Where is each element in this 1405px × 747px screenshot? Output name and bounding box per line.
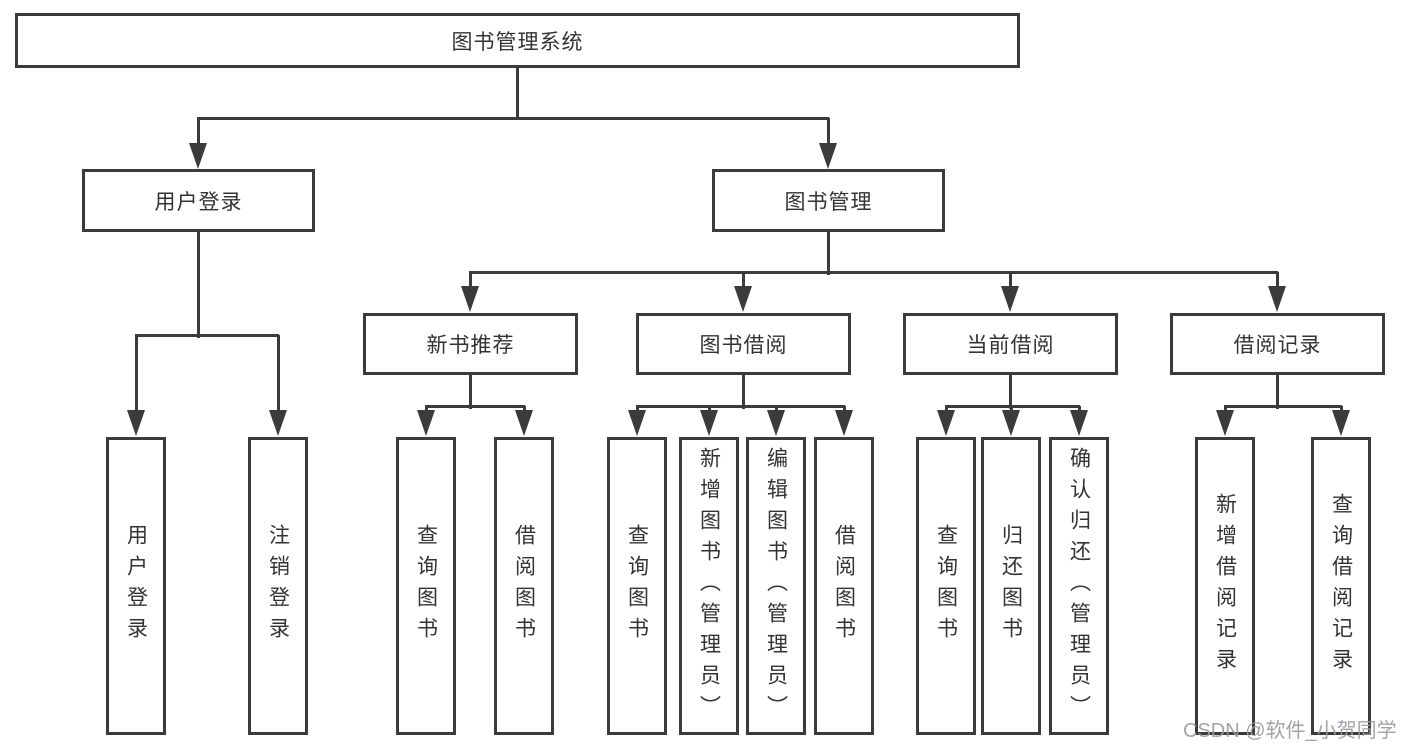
leaf-add-borrow-record: 新增借阅记录 xyxy=(1195,437,1255,735)
node-label: 新书推荐 xyxy=(426,334,515,357)
arrow-down-icon xyxy=(461,286,479,312)
arrow-down-icon xyxy=(417,410,435,436)
leaf-edit-book-admin: 编辑图书（管理员） xyxy=(746,437,806,735)
leaf-borrow-books-borrowing: 借阅图书 xyxy=(814,437,874,735)
node-label: 用户登录 xyxy=(124,524,148,648)
arrow-stem xyxy=(425,406,428,412)
node-label: 编辑图书（管理员） xyxy=(764,446,788,726)
leaf-query-borrow-record: 查询借阅记录 xyxy=(1311,437,1371,735)
node-book-management: 图书管理 xyxy=(712,169,945,232)
leaf-return-book: 归还图书 xyxy=(981,437,1041,735)
arrow-stem xyxy=(742,272,745,288)
node-label: 新增借阅记录 xyxy=(1213,493,1237,679)
arrow-stem xyxy=(277,335,280,412)
arrow-down-icon xyxy=(515,410,533,436)
connector-hline xyxy=(469,271,1278,274)
arrow-down-icon xyxy=(1001,286,1019,312)
arrow-down-icon xyxy=(1332,410,1350,436)
connector-hline xyxy=(425,405,525,408)
leaf-add-book-admin: 新增图书（管理员） xyxy=(679,437,739,735)
node-label: 查询图书 xyxy=(934,524,958,648)
connector-vline xyxy=(469,375,472,409)
connector-vline xyxy=(742,375,745,409)
arrow-stem xyxy=(827,118,830,145)
arrow-down-icon xyxy=(937,410,955,436)
node-book-borrowing: 图书借阅 xyxy=(636,313,851,375)
connector-hline xyxy=(636,405,845,408)
arrow-down-icon xyxy=(1002,410,1020,436)
connector-vline xyxy=(516,68,519,120)
node-label: 查询借阅记录 xyxy=(1329,493,1353,679)
arrow-stem xyxy=(469,272,472,288)
arrow-down-icon xyxy=(767,410,785,436)
connector-vline xyxy=(1276,375,1279,409)
arrow-stem xyxy=(1009,272,1012,288)
leaf-logout: 注销登录 xyxy=(248,437,308,735)
node-label: 图书管理系统 xyxy=(451,30,584,54)
node-label: 用户登录 xyxy=(154,190,243,214)
arrow-stem xyxy=(775,406,778,412)
node-label: 借阅图书 xyxy=(512,524,536,648)
leaf-borrow-books-recommend: 借阅图书 xyxy=(494,437,554,735)
arrow-stem xyxy=(1276,272,1279,288)
arrow-down-icon xyxy=(700,410,718,436)
arrow-down-icon xyxy=(835,410,853,436)
arrow-down-icon xyxy=(1268,286,1286,312)
arrow-down-icon xyxy=(189,143,207,169)
arrow-stem xyxy=(708,406,711,412)
node-current-borrowing: 当前借阅 xyxy=(903,313,1118,375)
arrow-down-icon xyxy=(819,143,837,169)
arrow-down-icon xyxy=(269,410,287,436)
node-label: 注销登录 xyxy=(266,524,290,648)
leaf-query-books-borrowing: 查询图书 xyxy=(607,437,667,735)
connector-hline xyxy=(197,117,829,120)
arrow-stem xyxy=(523,406,526,412)
connector-hline xyxy=(135,334,279,337)
node-label: 当前借阅 xyxy=(966,334,1055,357)
node-label: 查询图书 xyxy=(625,524,649,648)
arrow-down-icon xyxy=(628,410,646,436)
arrow-stem xyxy=(1010,406,1013,412)
node-user-login: 用户登录 xyxy=(82,169,315,232)
node-new-book-recommendation: 新书推荐 xyxy=(363,313,578,375)
leaf-user-login: 用户登录 xyxy=(106,437,166,735)
leaf-query-books-current: 查询图书 xyxy=(916,437,976,735)
watermark: CSDN @软件_小贺同学 xyxy=(1183,720,1397,742)
node-label: 归还图书 xyxy=(999,524,1023,648)
arrow-down-icon xyxy=(1216,410,1234,436)
node-label: 借阅图书 xyxy=(832,524,856,648)
arrow-stem xyxy=(197,118,200,145)
arrow-stem xyxy=(843,406,846,412)
node-label: 查询图书 xyxy=(414,524,438,648)
connector-vline xyxy=(1009,375,1012,409)
connector-vline xyxy=(197,232,200,338)
leaf-query-books-recommend: 查询图书 xyxy=(396,437,456,735)
arrow-stem xyxy=(945,406,948,412)
connector-hline xyxy=(1224,405,1342,408)
node-label: 图书借阅 xyxy=(699,334,788,357)
node-label: 确认归还（管理员） xyxy=(1067,446,1091,726)
connector-vline xyxy=(827,232,830,275)
arrow-down-icon xyxy=(127,410,145,436)
arrow-stem xyxy=(636,406,639,412)
arrow-stem xyxy=(135,335,138,412)
arrow-down-icon xyxy=(734,286,752,312)
node-label: 借阅记录 xyxy=(1233,334,1322,357)
node-library-management-system: 图书管理系统 xyxy=(15,13,1020,68)
arrow-stem xyxy=(1340,406,1343,412)
node-label: 图书管理 xyxy=(784,190,873,214)
arrow-stem xyxy=(1078,406,1081,412)
leaf-confirm-return-admin: 确认归还（管理员） xyxy=(1049,437,1109,735)
arrow-down-icon xyxy=(1070,410,1088,436)
node-label: 新增图书（管理员） xyxy=(697,446,721,726)
arrow-stem xyxy=(1224,406,1227,412)
node-borrowing-records: 借阅记录 xyxy=(1170,313,1385,375)
